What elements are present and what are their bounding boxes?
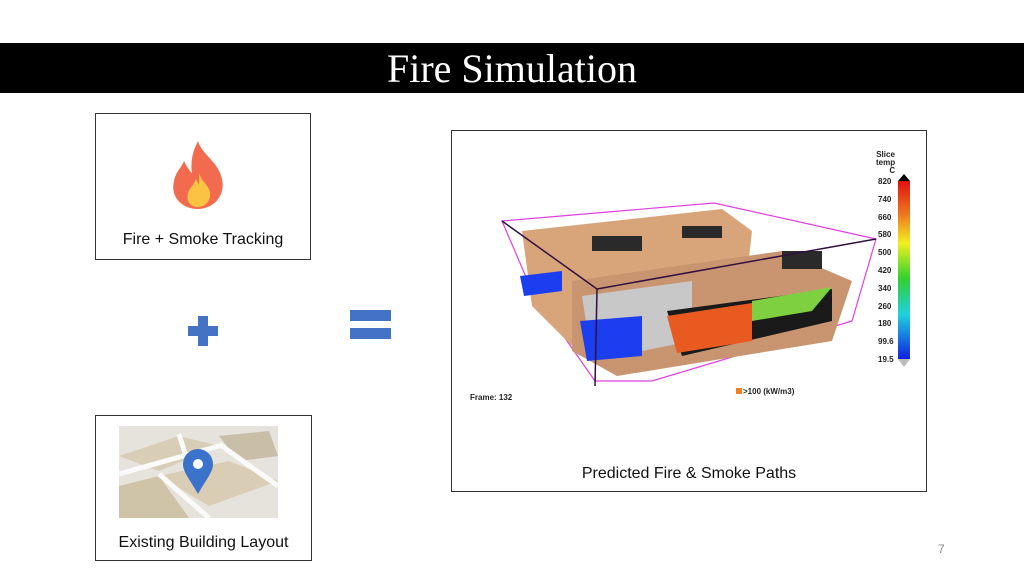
colorbar-tick: 340 <box>878 283 892 293</box>
colorbar-tick: 99.6 <box>878 337 894 347</box>
colorbar-tick: 260 <box>878 301 892 311</box>
plus-icon <box>188 316 218 346</box>
fire-icon <box>173 141 223 209</box>
frame-label: Frame: 132 <box>470 393 513 402</box>
hrr-legend-text: >100 (kW/m3) <box>743 387 795 396</box>
prediction-panel: Slice temp C 820 740 660 580 500 420 340 260 180… <box>451 130 927 492</box>
fire-tracking-panel: Fire + Smoke Tracking <box>95 113 311 260</box>
colorbar-tick: 660 <box>878 212 892 222</box>
building-layout-image <box>119 426 278 518</box>
colorbar-tick: 500 <box>878 248 892 258</box>
colorbar-tick: 180 <box>878 319 892 329</box>
fire-tracking-caption: Fire + Smoke Tracking <box>122 231 284 248</box>
hrr-swatch <box>736 388 742 394</box>
building-layout-panel: Existing Building Layout <box>95 415 312 561</box>
colorbar-tick: 820 <box>878 177 892 186</box>
colorbar-tick: 19.5 <box>878 355 894 364</box>
colorbar-tick: 420 <box>878 266 892 275</box>
prediction-caption: Predicted Fire & Smoke Paths <box>581 465 797 482</box>
fire-simulation-render <box>501 174 910 387</box>
hrr-legend: >100 (kW/m3) <box>736 387 794 396</box>
building-layout-caption: Existing Building Layout <box>118 534 289 551</box>
page-number: 7 <box>938 542 945 556</box>
colorbar-title: Slice temp C <box>876 151 895 175</box>
title-bar: Fire Simulation <box>0 43 1024 93</box>
colorbar-title-line: temp <box>876 158 896 167</box>
colorbar-tick: 740 <box>878 194 892 204</box>
colorbar-tick: 580 <box>878 230 892 240</box>
slide-title: Fire Simulation <box>387 46 637 91</box>
colorbar-title-line: Slice <box>876 150 895 159</box>
colorbar-title-line: C <box>889 166 896 175</box>
